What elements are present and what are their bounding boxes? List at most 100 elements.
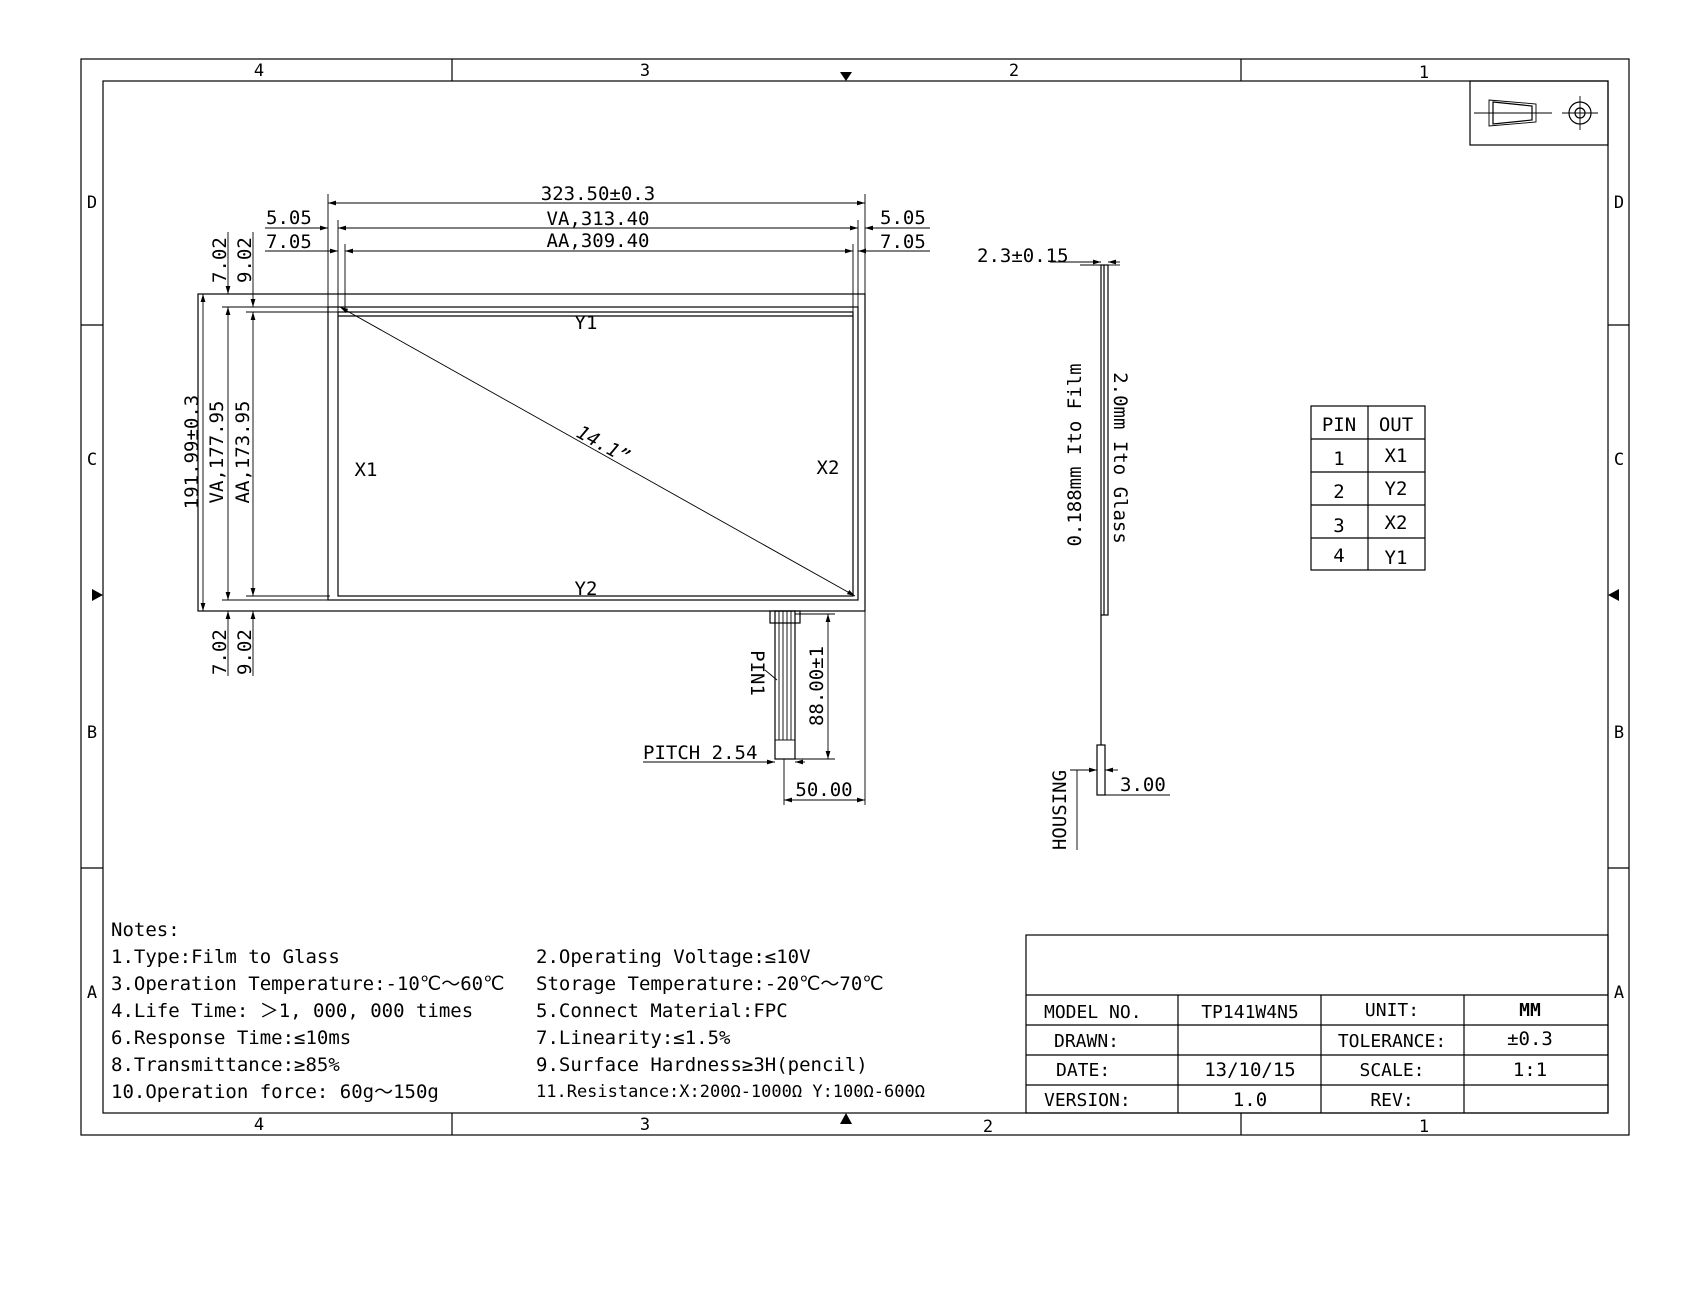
tolerance-value: ±0.3: [1507, 1028, 1553, 1050]
left-inner-offset: 7.05: [266, 231, 312, 253]
viewing-area: [327, 306, 859, 601]
zone-bottom-3: 3: [640, 1115, 650, 1135]
drawing-frame: 4 3 2 1 4 3 2 1 D C B A D C B A: [80, 58, 1630, 1137]
projection-symbol-icon: [1469, 80, 1609, 146]
zone-bottom-4: 4: [254, 1115, 264, 1135]
housing-dim-label: 3.00: [1120, 774, 1166, 796]
zone-left-c: C: [87, 450, 97, 470]
panel-outline: [197, 293, 866, 612]
zone-right-a: A: [1614, 983, 1624, 1003]
scale-value: 1:1: [1513, 1059, 1547, 1081]
zone-left-d: D: [87, 193, 97, 213]
version-label: VERSION:: [1044, 1090, 1131, 1111]
glass-label: 2.0mm Ito Glass: [1109, 372, 1131, 544]
center-mark-top: [840, 72, 852, 81]
note-11: 11.Resistance:X:200Ω-1000Ω Y:100Ω-600Ω: [536, 1082, 925, 1102]
right-inner-offset: 7.05: [880, 231, 926, 253]
active-area: [337, 311, 854, 597]
note-4: 4.Life Time: ＞1, 000, 000 times: [111, 1000, 473, 1022]
zone-right-b: B: [1614, 723, 1624, 743]
note-8: 8.Transmittance:≥85%: [111, 1054, 340, 1076]
pin-row-1: 1: [1333, 448, 1344, 470]
drawn-label: DRAWN:: [1054, 1031, 1119, 1052]
zone-top-3: 3: [640, 61, 650, 81]
diagonal-line: [339, 306, 856, 597]
title-block: MODEL NO. TP141W4N5 UNIT: MM DRAWN: TOLE…: [1025, 934, 1609, 1114]
model-label: MODEL NO.: [1044, 1002, 1142, 1023]
top-outer-offset: 7.02: [209, 237, 231, 283]
bottom-inner-offset: 9.02: [234, 629, 256, 675]
date-value: 13/10/15: [1204, 1059, 1296, 1081]
rev-label: REV:: [1370, 1090, 1413, 1111]
diagonal-label: 14.1”: [573, 421, 634, 468]
electrode-x1: X1: [355, 459, 378, 481]
front-view: 14.1” Y1 Y2 X1 X2 323.50±0.3 VA,313.40 A…: [181, 183, 930, 805]
right-outer-offset: 5.05: [880, 207, 926, 229]
zone-bottom-1: 1: [1419, 1117, 1429, 1137]
aa-width-label: AA,309.40: [547, 230, 650, 252]
out-row-2: Y2: [1385, 478, 1408, 500]
outer-border: [80, 58, 1630, 1136]
tolerance-label: TOLERANCE:: [1338, 1031, 1446, 1052]
center-mark-bottom: [840, 1113, 852, 1124]
model-value: TP141W4N5: [1201, 1002, 1299, 1023]
notes: Notes: 1.Type:Film to Glass 3.Operation …: [111, 919, 925, 1103]
overall-height-label: 191.99±0.3: [181, 395, 203, 509]
unit-value: MM: [1519, 1000, 1541, 1021]
note-6: 6.Response Time:≤10ms: [111, 1027, 351, 1049]
side-view: 2.3±0.15 0.188mm Ito Film 2.0mm Ito Glas…: [977, 245, 1170, 850]
zone-left-b: B: [87, 723, 97, 743]
note-5: 5.Connect Material:FPC: [536, 1000, 788, 1022]
aa-height-label: AA,173.95: [232, 401, 254, 504]
tail-offset-label: 50.00: [795, 779, 852, 801]
center-mark-right: [1608, 589, 1619, 601]
zone-left-a: A: [87, 983, 97, 1003]
zone-top-4: 4: [254, 61, 264, 81]
pin1-label: PIN1: [746, 650, 768, 696]
electrode-y2: Y2: [575, 578, 598, 600]
top-inner-offset: 9.02: [234, 237, 256, 283]
version-value: 1.0: [1233, 1089, 1267, 1111]
tail-length-label: 88.00±1: [806, 646, 828, 726]
pin-header: PIN: [1322, 414, 1356, 436]
overall-width-label: 323.50±0.3: [541, 183, 655, 205]
note-7: 7.Linearity:≤1.5%: [536, 1027, 731, 1049]
zone-right-c: C: [1614, 450, 1624, 470]
note-2: 2.Operating Voltage:≤10V: [536, 946, 811, 968]
inner-border: [102, 80, 1609, 1114]
date-label: DATE:: [1056, 1060, 1110, 1081]
pin-row-4: 4: [1333, 545, 1344, 567]
unit-label: UNIT:: [1365, 1000, 1419, 1021]
zone-bottom-2: 2: [983, 1117, 993, 1137]
pitch-label: PITCH 2.54: [643, 742, 757, 764]
note-10: 10.Operation force: 60g～150g: [111, 1081, 439, 1103]
film-label: 0.188mm Ito Film: [1064, 363, 1086, 546]
housing-label: HOUSING: [1049, 770, 1071, 850]
va-width-label: VA,313.40: [547, 208, 650, 230]
thickness-label: 2.3±0.15: [977, 245, 1069, 267]
scale-label: SCALE:: [1359, 1060, 1424, 1081]
bottom-outer-offset: 7.02: [209, 629, 231, 675]
note-storage: Storage Temperature:-20℃～70℃: [536, 973, 884, 995]
pin-row-3: 3: [1333, 515, 1344, 537]
zone-top-2: 2: [1009, 61, 1019, 81]
note-3: 3.Operation Temperature:-10℃～60℃: [111, 973, 504, 995]
zone-top-1: 1: [1419, 63, 1429, 83]
electrode-y1: Y1: [575, 312, 598, 334]
note-9: 9.Surface Hardness≥3H(pencil): [536, 1054, 868, 1076]
out-row-4: Y1: [1385, 547, 1408, 569]
left-outer-offset: 5.05: [266, 207, 312, 229]
fpc-tail: [764, 610, 801, 760]
note-1: 1.Type:Film to Glass: [111, 946, 340, 968]
pin-table: PIN OUT 1 X1 2 Y2 3 X2 4 Y1: [1310, 405, 1426, 571]
out-header: OUT: [1379, 414, 1413, 436]
notes-heading: Notes:: [111, 919, 180, 941]
zone-right-d: D: [1614, 193, 1624, 213]
out-row-3: X2: [1385, 512, 1408, 534]
center-mark-left: [92, 589, 103, 601]
pin-row-2: 2: [1333, 481, 1344, 503]
va-height-label: VA,177.95: [206, 401, 228, 504]
out-row-1: X1: [1385, 445, 1408, 467]
electrode-x2: X2: [817, 457, 840, 479]
